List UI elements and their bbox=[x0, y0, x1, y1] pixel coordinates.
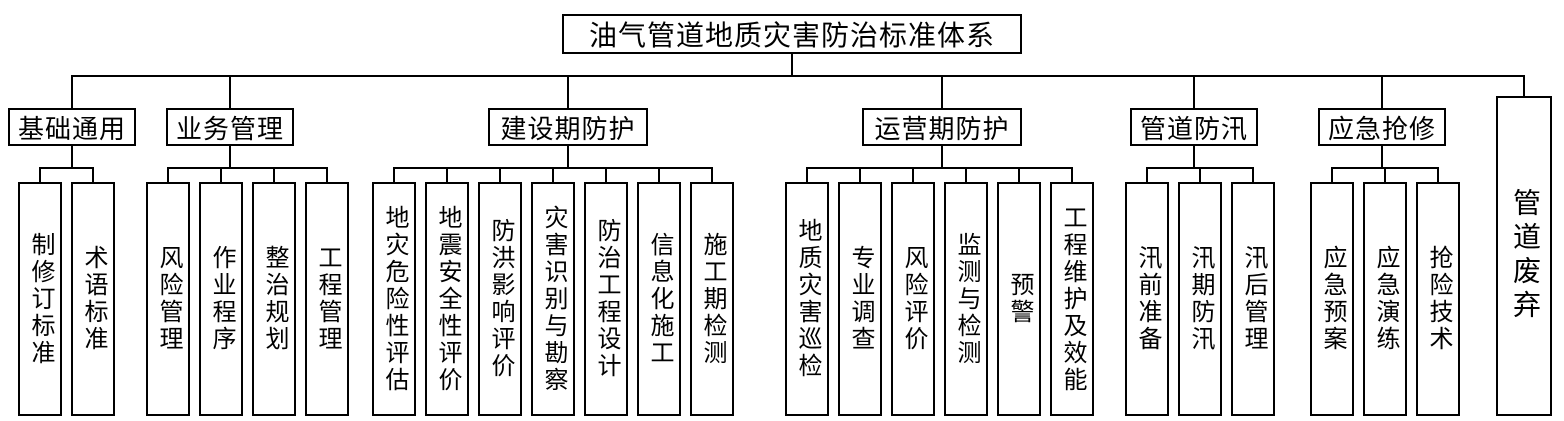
tree-leaf: 汛前准备 bbox=[1125, 182, 1169, 416]
tree-leaf: 术语标准 bbox=[71, 182, 115, 416]
connector-line bbox=[791, 54, 793, 76]
tree-leaf: 信息化施工 bbox=[637, 182, 681, 416]
connector-line bbox=[446, 167, 448, 184]
connector-line bbox=[220, 167, 222, 184]
tree-leaf: 汛期防汛 bbox=[1178, 182, 1222, 416]
tree-leaf: 预警 bbox=[997, 182, 1041, 416]
connector-line bbox=[965, 167, 967, 184]
connector-line bbox=[229, 146, 231, 169]
connector-line bbox=[1523, 75, 1525, 96]
tree-leaf: 监测与检测 bbox=[944, 182, 988, 416]
connector-line bbox=[499, 167, 501, 184]
connector-line bbox=[941, 146, 943, 169]
category-business-management: 业务管理 bbox=[166, 108, 294, 146]
connector-line bbox=[39, 167, 41, 184]
connector-line bbox=[1384, 167, 1386, 184]
connector-line bbox=[1381, 146, 1383, 169]
connector-line bbox=[941, 75, 943, 108]
connector-line bbox=[711, 167, 713, 184]
connector-line bbox=[393, 167, 395, 184]
connector-line bbox=[167, 167, 169, 184]
tree-leaf: 风险管理 bbox=[146, 182, 190, 416]
connector-line bbox=[859, 167, 861, 184]
category-pipeline-flood-control: 管道防汛 bbox=[1130, 108, 1258, 146]
connector-line bbox=[273, 167, 275, 184]
connector-line bbox=[1381, 75, 1383, 108]
tree-leaf: 作业程序 bbox=[199, 182, 243, 416]
connector-line bbox=[658, 167, 660, 184]
category-operation-protection: 运营期防护 bbox=[862, 108, 1022, 146]
chart-title: 油气管道地质灾害防治标准体系 bbox=[562, 14, 1022, 54]
tree-leaf: 应急预案 bbox=[1310, 182, 1354, 416]
connector-line bbox=[92, 167, 94, 184]
connector-line bbox=[1437, 167, 1439, 184]
tree-leaf: 地灾危险性评估 bbox=[372, 182, 416, 416]
connector-line bbox=[806, 167, 1073, 169]
tree-leaf: 地质灾害巡检 bbox=[785, 182, 829, 416]
connector-line bbox=[1193, 146, 1195, 169]
connector-line bbox=[567, 146, 569, 169]
category-construction-protection: 建设期防护 bbox=[488, 108, 648, 146]
tree-leaf: 防洪影响评价 bbox=[478, 182, 522, 416]
connector-line bbox=[1018, 167, 1020, 184]
connector-line bbox=[1331, 167, 1333, 184]
connector-line bbox=[71, 146, 73, 169]
tree-leaf: 工程维护及效能 bbox=[1050, 182, 1094, 416]
connector-line bbox=[71, 75, 73, 108]
connector-line bbox=[229, 75, 231, 108]
tree-leaf: 施工期检测 bbox=[690, 182, 734, 416]
connector-line bbox=[167, 167, 328, 169]
tree-leaf: 抢险技术 bbox=[1416, 182, 1460, 416]
tree-leaf: 专业调查 bbox=[838, 182, 882, 416]
tree-leaf: 地震安全性评价 bbox=[425, 182, 469, 416]
connector-line bbox=[1252, 167, 1254, 184]
tree-leaf: 工程管理 bbox=[305, 182, 349, 416]
category-emergency-repair: 应急抢修 bbox=[1318, 108, 1446, 146]
connector-line bbox=[552, 167, 554, 184]
tree-leaf: 汛后管理 bbox=[1231, 182, 1275, 416]
tree-leaf: 制修订标准 bbox=[18, 182, 62, 416]
tree-leaf: 灾害识别与勘察 bbox=[531, 182, 575, 416]
connector-line bbox=[39, 167, 94, 169]
connector-line bbox=[806, 167, 808, 184]
tree-leaf: 防治工程设计 bbox=[584, 182, 628, 416]
tree-leaf: 整治规划 bbox=[252, 182, 296, 416]
connector-line bbox=[1193, 75, 1195, 108]
connector-line bbox=[1071, 167, 1073, 184]
connector-line bbox=[912, 167, 914, 184]
tree-leaf: 应急演练 bbox=[1363, 182, 1407, 416]
connector-line bbox=[567, 75, 569, 108]
tree-leaf: 风险评价 bbox=[891, 182, 935, 416]
category-basic-general: 基础通用 bbox=[8, 108, 136, 146]
connector-line bbox=[71, 75, 1525, 77]
connector-line bbox=[326, 167, 328, 184]
leaf-pipeline-abandonment: 管道废弃 bbox=[1496, 96, 1552, 416]
connector-line bbox=[1199, 167, 1201, 184]
connector-line bbox=[605, 167, 607, 184]
connector-line bbox=[1146, 167, 1148, 184]
